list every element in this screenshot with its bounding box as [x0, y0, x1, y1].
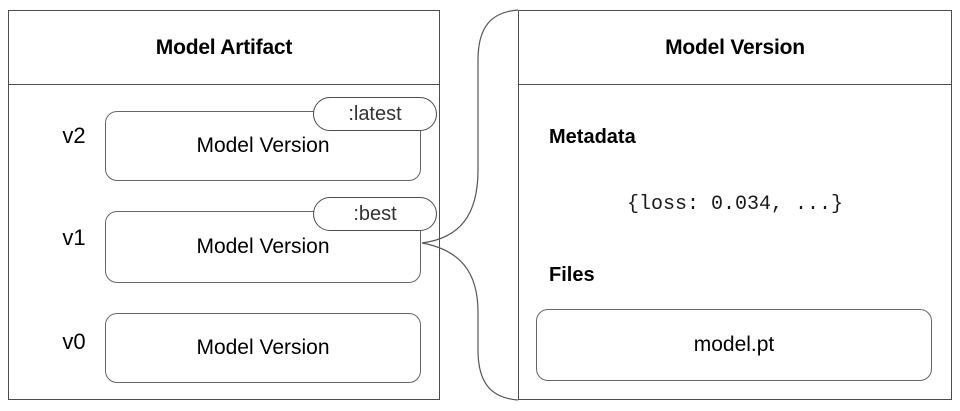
- version-box-v0-label: Model Version: [196, 336, 330, 359]
- version-label-v2: v2: [62, 123, 86, 148]
- model-artifact-header: Model Artifact: [9, 11, 439, 85]
- version-row-v0: v0 Model Version: [9, 289, 439, 393]
- model-version-title: Model Version: [665, 35, 805, 59]
- model-version-header: Model Version: [519, 11, 951, 85]
- version-row-v1: v1 Model Version :best: [9, 187, 439, 289]
- version-box-v2-label: Model Version: [196, 134, 330, 157]
- model-artifact-title: Model Artifact: [155, 35, 293, 59]
- alias-tag-best-label: :best: [353, 202, 397, 225]
- model-version-panel: Model Version Metadata {loss: 0.034, ...…: [518, 10, 952, 400]
- alias-tag-latest[interactable]: :latest: [313, 97, 437, 131]
- alias-tag-latest-label: :latest: [348, 102, 402, 125]
- files-heading: Files: [549, 264, 595, 286]
- version-box-v1-label: Model Version: [196, 235, 330, 258]
- model-artifact-body: v2 Model Version :latest v1 Model Versio…: [9, 85, 439, 399]
- model-version-body: Metadata {loss: 0.034, ...} Files model.…: [519, 85, 951, 399]
- metadata-value: {loss: 0.034, ...}: [626, 193, 844, 216]
- file-box-model-pt-label: model.pt: [693, 333, 775, 356]
- metadata-heading: Metadata: [549, 126, 636, 148]
- version-box-v0[interactable]: Model Version: [105, 313, 421, 383]
- file-box-model-pt[interactable]: model.pt: [536, 309, 932, 381]
- alias-tag-best[interactable]: :best: [313, 197, 437, 231]
- version-label-v1: v1: [62, 225, 86, 250]
- version-label-v0: v0: [62, 329, 86, 354]
- version-row-v2: v2 Model Version :latest: [9, 85, 439, 187]
- model-artifact-panel: Model Artifact v2 Model Version :latest …: [8, 10, 440, 400]
